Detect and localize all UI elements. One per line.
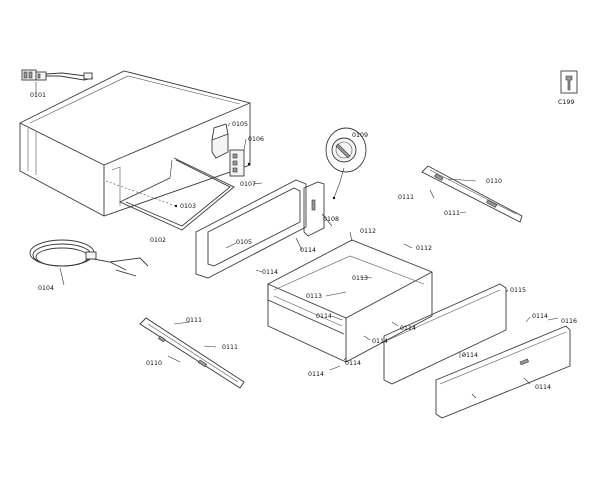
label-0114-f: 0114: [345, 360, 361, 367]
wrench-icon: [560, 70, 578, 94]
part-0103-dot: [174, 204, 178, 208]
part-0110-left-rail: [139, 317, 245, 389]
part-0103-dashed-wire: [105, 180, 177, 207]
label-C199: C199: [558, 99, 574, 106]
label-0107: 0107: [240, 181, 256, 188]
label-0115: 0115: [510, 287, 526, 294]
label-0114-c: 0114: [316, 313, 332, 320]
label-0109: 0109: [352, 132, 368, 139]
part-0101-connector: [21, 69, 94, 81]
label-0103: 0103: [180, 203, 196, 210]
part-0106-switch: [229, 149, 251, 177]
part-0116-glass-panel: [435, 325, 571, 419]
label-0114-i: 0114: [532, 313, 548, 320]
label-0114-d: 0114: [400, 325, 416, 332]
dot-0109: [332, 196, 336, 200]
part-0104-power-cord: [29, 239, 149, 277]
leader-0109: [333, 167, 345, 199]
label-0114-b: 0114: [262, 269, 278, 276]
part-0112-drawer: [267, 239, 433, 363]
label-0105-b: 0105: [236, 239, 252, 246]
housing-body: [19, 70, 251, 217]
part-0105-bracket: [211, 123, 229, 159]
leader-lines: [59, 122, 559, 399]
label-0111-b: 0111: [444, 210, 460, 217]
label-0114-a: 0114: [300, 247, 316, 254]
part-0109-knob: [325, 127, 367, 173]
label-0111-d: 0111: [222, 344, 238, 351]
part-0108-side-trim: [303, 181, 325, 237]
label-0110-left: 0110: [146, 360, 162, 367]
label-0102: 0102: [150, 237, 166, 244]
label-0112-a: 0112: [360, 228, 376, 235]
label-0111-c: 0111: [186, 317, 202, 324]
callout-labels: 0101 0102 0103 0104 0105 0106 0107 0108 …: [30, 92, 577, 391]
label-0116: 0116: [561, 318, 577, 325]
label-0105: 0105: [232, 121, 248, 128]
label-0114-h: 0114: [462, 352, 478, 359]
label-0104: 0104: [38, 285, 54, 292]
label-0113-a: 0113: [352, 275, 368, 282]
label-0110-right: 0110: [486, 178, 502, 185]
part-0110-right-rail: [421, 165, 523, 223]
part-0107-front-frame: [195, 179, 307, 279]
part-0115-front-panel: [383, 283, 507, 385]
label-0113-b: 0113: [306, 293, 322, 300]
label-0111-a: 0111: [398, 194, 414, 201]
label-0114-e: 0114: [372, 338, 388, 345]
part-0102-heating-element: [118, 157, 235, 231]
label-0108: 0108: [323, 216, 339, 223]
label-0114-g: 0114: [308, 371, 324, 378]
label-0114-j: 0114: [535, 384, 551, 391]
label-0101: 0101: [30, 92, 46, 99]
label-0106: 0106: [248, 136, 264, 143]
label-0112-b: 0112: [416, 245, 432, 252]
